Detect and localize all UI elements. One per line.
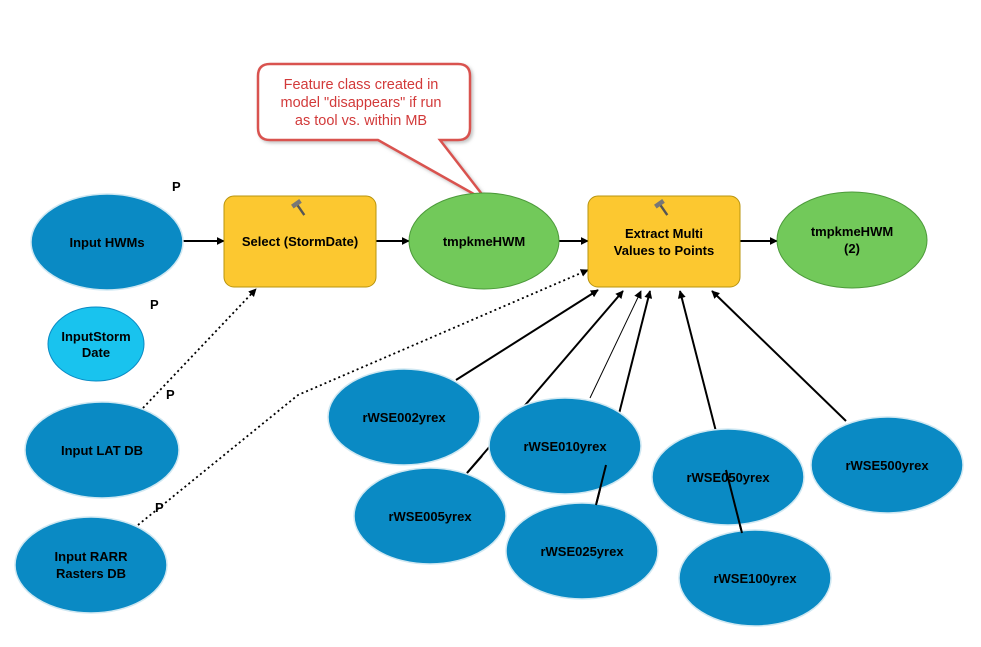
callout-bubble — [256, 62, 489, 204]
node-label: Input HWMs — [69, 235, 144, 250]
node-label-line-2: (2) — [844, 241, 860, 256]
connector-rwse025-overlay — [595, 464, 607, 506]
node-label: rWSE025yrex — [540, 544, 624, 559]
node-label: Select (StormDate) — [242, 234, 358, 249]
input-data-ellipse — [678, 529, 832, 627]
callout-line-2: model "disappears" if run — [280, 95, 441, 111]
derived-data-ellipse — [776, 191, 928, 289]
connector-rwse100-overlay — [725, 469, 743, 534]
node-rwse002[interactable]: rWSE002yrex — [327, 368, 481, 466]
node-label-line-2: Rasters DB — [56, 566, 126, 581]
connectors-overlay — [466, 455, 743, 534]
node-label-line-2: Values to Points — [614, 243, 714, 258]
parameter-marker: P — [166, 387, 175, 402]
node-input-storm-date[interactable]: InputStorm Date — [47, 306, 145, 382]
connector-rwse005-overlay — [466, 455, 483, 474]
hammer-icon — [654, 199, 669, 216]
derived-data-ellipse — [408, 192, 560, 290]
parameter-marker: P — [150, 297, 159, 312]
node-label: rWSE500yrex — [845, 458, 929, 473]
callout-line-1: Feature class created in — [284, 77, 439, 93]
node-input-lat-db[interactable]: Input LAT DB — [24, 401, 180, 499]
tool-box — [587, 195, 741, 288]
node-label-line-1: Extract Multi — [625, 226, 703, 241]
input-data-ellipse — [353, 467, 507, 565]
input-data-ellipse — [30, 193, 184, 291]
connector-latdb-select — [142, 288, 257, 409]
node-label: Input LAT DB — [61, 443, 143, 458]
node-tmp-hwm-2[interactable]: tmpkmeHWM (2) — [776, 191, 928, 289]
node-label-line-1: Input RARR — [55, 549, 129, 564]
connector-rwse500-extract — [711, 290, 847, 422]
input-data-ellipse — [14, 516, 168, 614]
node-label: rWSE100yrex — [713, 571, 797, 586]
node-rwse005[interactable]: rWSE005yrex — [353, 467, 507, 565]
connector-rarr-extract — [137, 269, 589, 526]
connector-rwse010-extract — [589, 290, 642, 399]
node-label: rWSE002yrex — [362, 410, 446, 425]
input-data-ellipse — [810, 416, 964, 514]
parameter-marker: P — [155, 500, 164, 515]
node-select-tool[interactable]: Select (StormDate) — [223, 195, 377, 288]
node-label: tmpkmeHWM — [443, 234, 525, 249]
node-label: rWSE010yrex — [523, 439, 607, 454]
tool-box — [223, 195, 377, 288]
node-input-hwms[interactable]: Input HWMs — [30, 193, 184, 291]
node-rwse500[interactable]: rWSE500yrex — [810, 416, 964, 514]
node-label: rWSE005yrex — [388, 509, 472, 524]
input-data-ellipse — [24, 401, 180, 499]
parameter-data-ellipse — [47, 306, 145, 382]
node-tmp-hwm[interactable]: tmpkmeHWM — [408, 192, 560, 290]
node-rwse100[interactable]: rWSE100yrex — [678, 529, 832, 627]
node-extract-tool[interactable]: Extract Multi Values to Points — [587, 195, 741, 288]
node-label-line-1: tmpkmeHWM — [811, 224, 893, 239]
node-rwse025[interactable]: rWSE025yrex — [505, 502, 659, 600]
input-data-ellipse — [327, 368, 481, 466]
callout: Feature class created in model "disappea… — [256, 62, 489, 204]
hammer-icon — [291, 199, 306, 216]
node-label-line-1: InputStorm — [61, 329, 130, 344]
callout-line-3: as tool vs. within MB — [295, 113, 427, 129]
connector-rwse002-extract — [455, 289, 599, 381]
parameter-marker: P — [172, 179, 181, 194]
node-input-rarr-db[interactable]: Input RARR Rasters DB — [14, 516, 168, 614]
input-data-ellipse — [488, 397, 642, 495]
node-label-line-2: Date — [82, 345, 110, 360]
node-rwse010[interactable]: rWSE010yrex — [488, 397, 642, 495]
input-data-ellipse — [505, 502, 659, 600]
